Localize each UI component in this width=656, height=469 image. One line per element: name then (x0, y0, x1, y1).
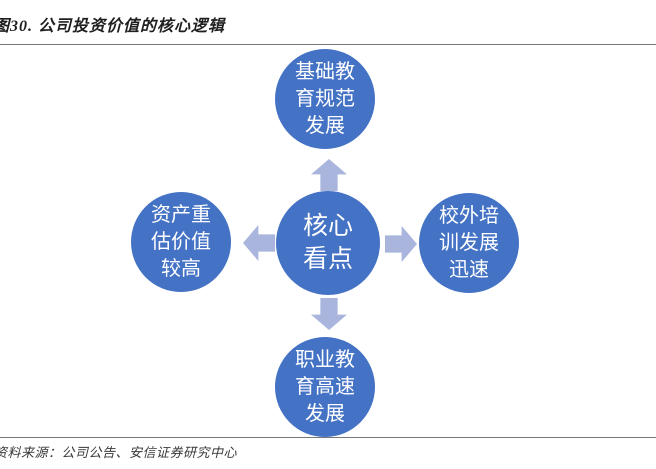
figure-title: 图30. 公司投资价值的核心逻辑 (0, 18, 226, 35)
figure-source: 资料来源：公司公告、安信证券研究中心 (0, 445, 238, 460)
node-asset-revaluation: 资产重 估价值 较高 (131, 192, 231, 292)
node-basic-education: 基础教 育规范 发展 (275, 49, 375, 149)
arrow-up-icon (311, 159, 347, 191)
node-label: 职业教 育高速 发展 (295, 348, 355, 425)
node-label: 资产重 估价值 较高 (151, 203, 211, 280)
node-label: 基础教 育规范 发展 (295, 60, 355, 137)
node-vocational-education: 职业教 育高速 发展 (275, 337, 375, 437)
title-divider-line (0, 44, 656, 45)
arrow-left-icon (243, 225, 275, 261)
arrow-right-icon (385, 226, 417, 262)
node-offcampus-training: 校外培 训发展 迅速 (419, 193, 519, 293)
node-core-highlights: 核心 看点 (276, 191, 380, 295)
node-label: 核心 看点 (302, 212, 353, 273)
arrow-down-icon (311, 298, 347, 330)
node-label: 校外培 训发展 迅速 (439, 204, 499, 281)
source-divider-line (0, 437, 656, 438)
